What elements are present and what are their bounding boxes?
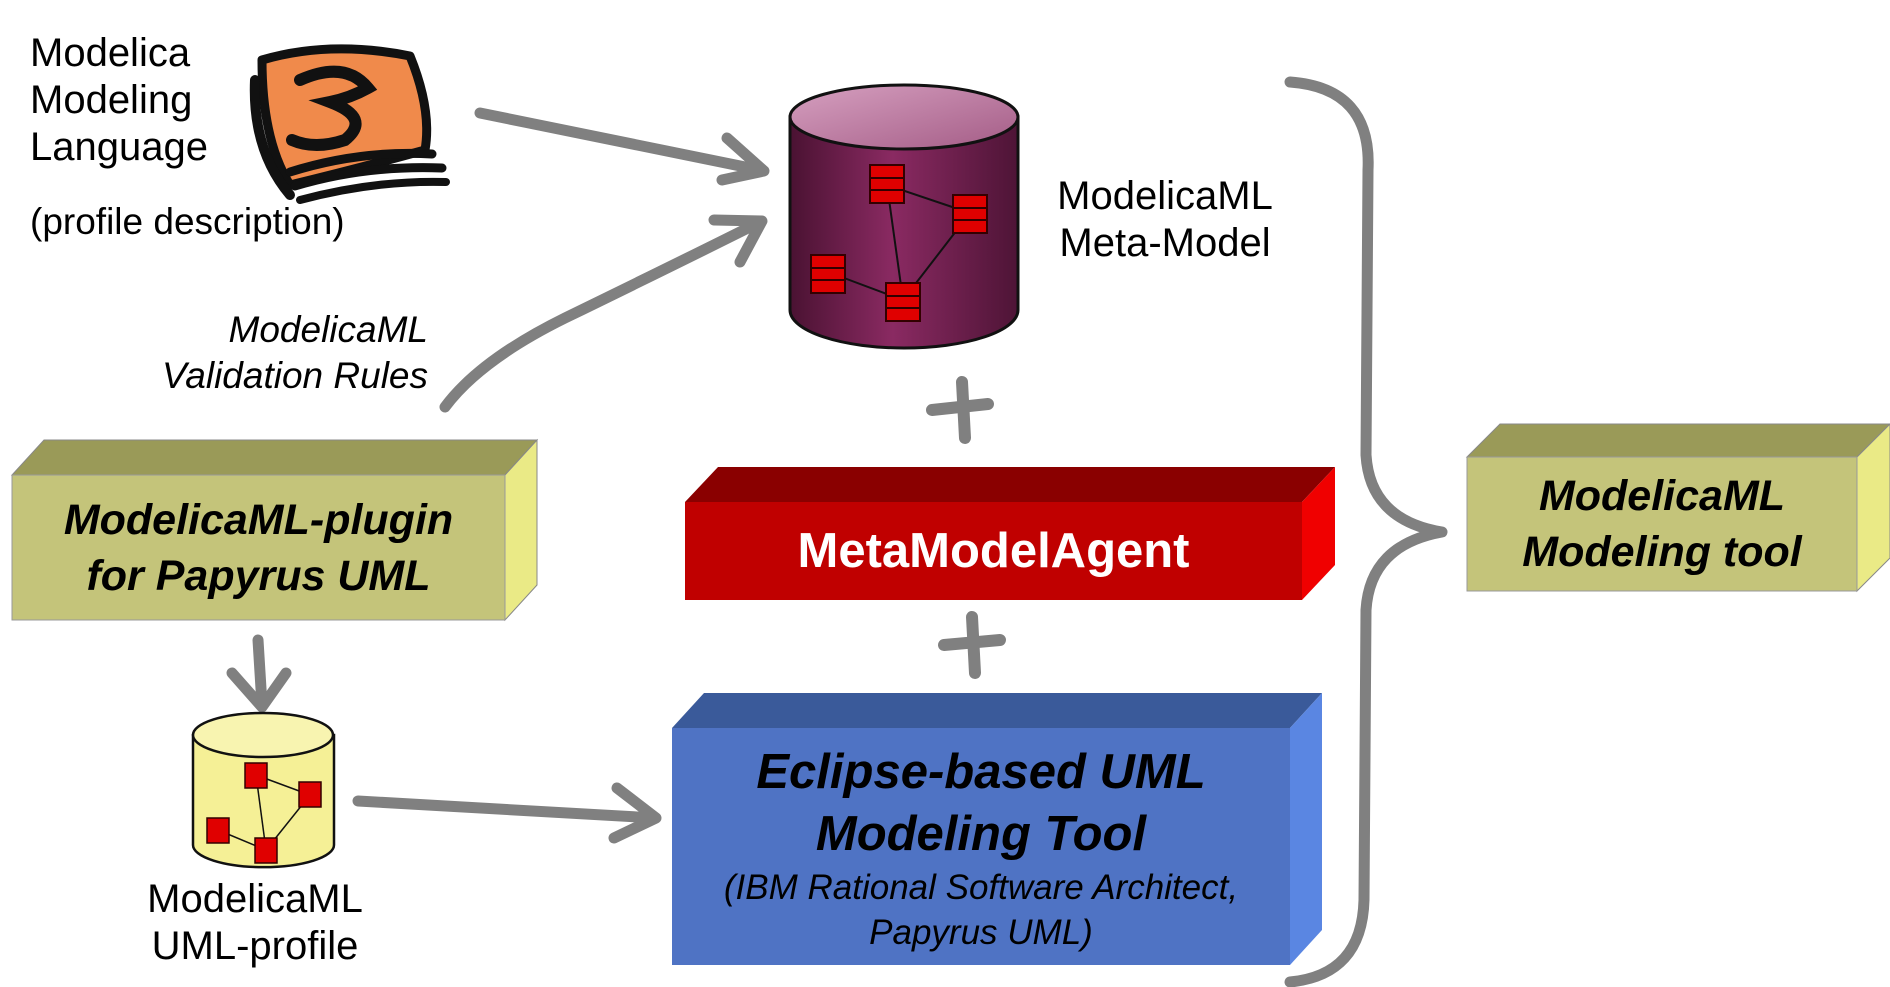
plus-sign-upper: [926, 376, 994, 444]
modelica-language-label: Modelica Modeling Language: [30, 30, 208, 171]
arrow-language-to-metamodel: [474, 107, 770, 186]
uml-profile-label: ModelicaML UML-profile: [120, 876, 390, 970]
result-box-line-1: ModelicaML: [1538, 472, 1786, 520]
uml-profile-line-1: ModelicaML: [147, 877, 363, 921]
plugin-box: [10, 438, 539, 622]
validation-rules-line-2: Validation Rules: [161, 355, 428, 396]
umltool-line-2: Modeling Tool: [815, 806, 1147, 861]
plus-sign-lower: [938, 611, 1006, 679]
agent-box-label: MetaModelAgent: [797, 524, 1190, 578]
arrow-validation-to-metamodel: [439, 214, 768, 413]
result-box-label: ModelicaML Modeling tool: [1467, 457, 1857, 591]
metamodel-element-nodes: [810, 164, 988, 322]
metamodel-label: ModelicaML Meta-Model: [1025, 173, 1305, 267]
uml-profile-cylinder: [191, 711, 336, 869]
umltool-box: [672, 693, 1322, 965]
validation-rules-line-1: ModelicaML: [228, 309, 428, 350]
result-box: [1465, 423, 1890, 593]
modelica-language-line-2: Modeling: [30, 78, 193, 122]
profile-element-nodes: [206, 762, 322, 864]
arrow-plugin-to-profile: [226, 634, 292, 713]
plugin-box-line-1: ModelicaML-plugin: [63, 495, 454, 544]
umltool-line-1: Eclipse-based UML: [756, 744, 1206, 799]
plugin-box-line-2: for Papyrus UML: [86, 551, 431, 600]
grouping-brace: [1284, 76, 1448, 987]
modelica-language-line-1: Modelica: [30, 31, 191, 75]
metamodel-line-1: ModelicaML: [1057, 174, 1273, 218]
modelica-book-icon: [249, 44, 450, 204]
uml-profile-line-2: UML-profile: [151, 924, 359, 968]
arrow-profile-to-umltool: [352, 782, 662, 844]
result-box-line-2: Modeling tool: [1522, 528, 1802, 576]
agent-box: [685, 467, 1335, 600]
plugin-box-label: ModelicaML-plugin for Papyrus UML: [12, 475, 505, 620]
validation-rules-label: ModelicaML Validation Rules: [126, 307, 428, 399]
metamodel-cylinder: [788, 83, 1020, 350]
modelica-language-note: (profile description): [30, 201, 345, 242]
umltool-sub-2: Papyrus UML): [869, 912, 1093, 952]
modelica-language-line-3: Language: [30, 125, 208, 169]
umltool-sub-1: (IBM Rational Software Architect,: [723, 867, 1239, 907]
umltool-box-label: Eclipse-based UML Modeling Tool (IBM Rat…: [672, 735, 1290, 960]
metamodel-line-2: Meta-Model: [1059, 221, 1271, 265]
